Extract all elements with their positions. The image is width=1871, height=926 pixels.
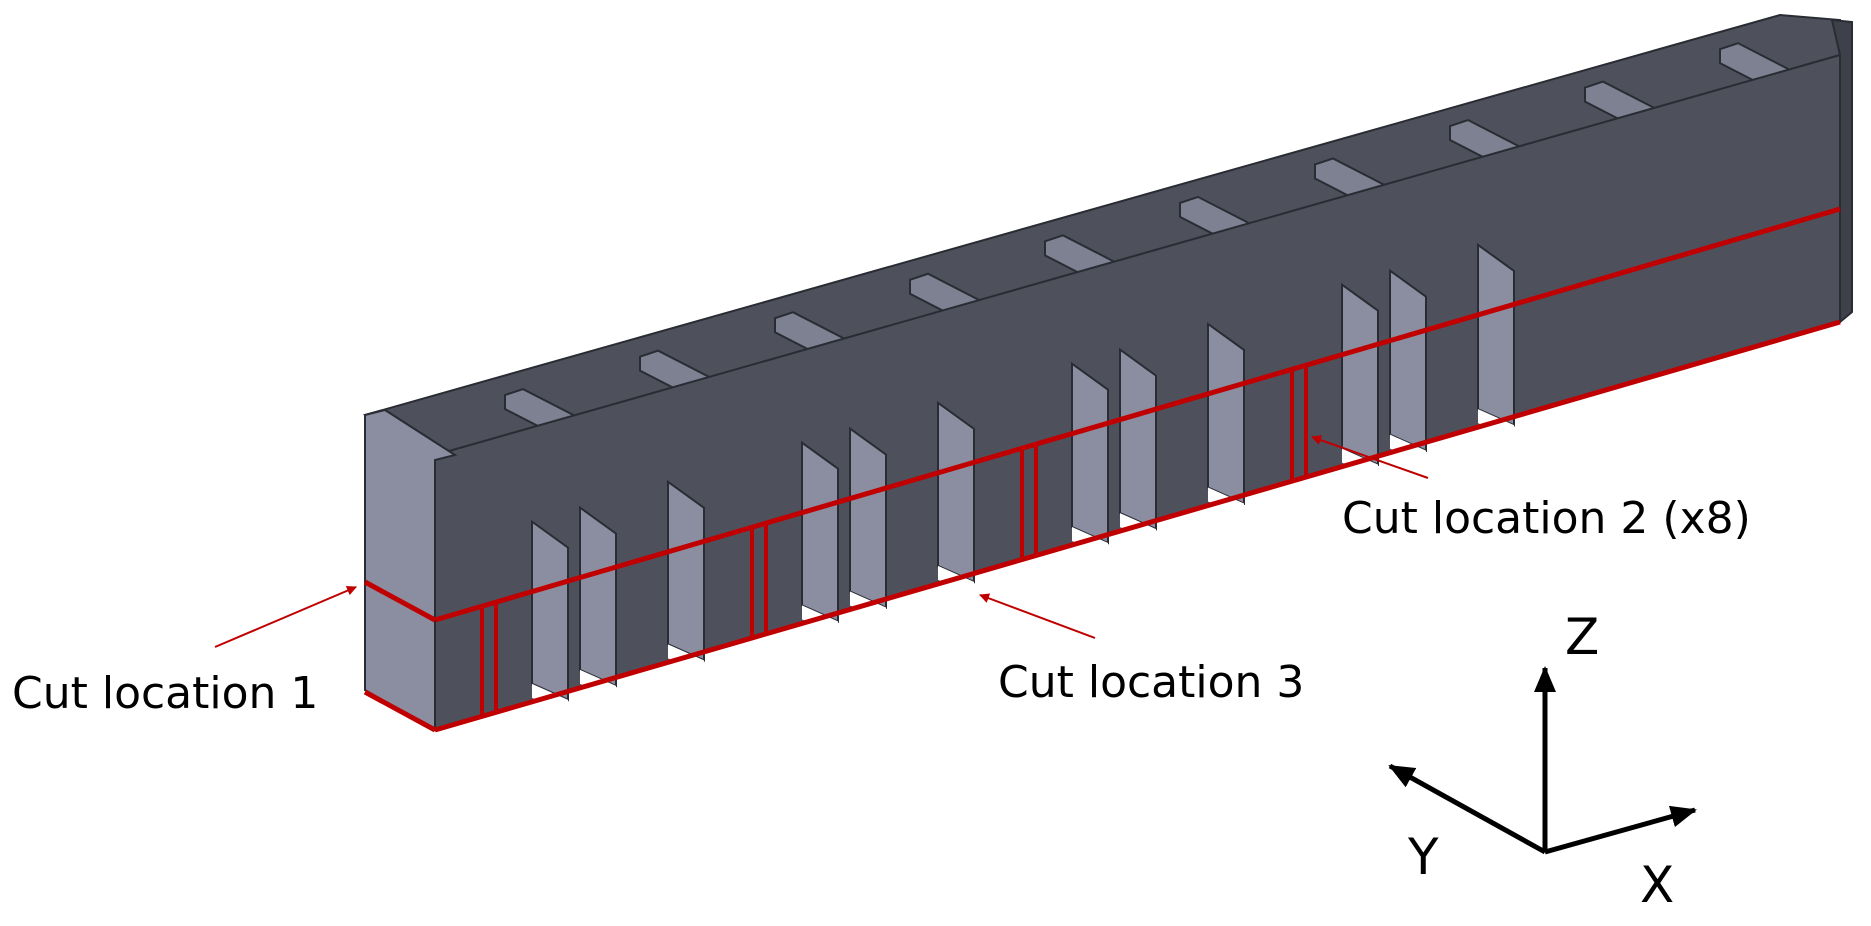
- z-axis-label: Z: [1565, 608, 1600, 666]
- cut-location-2-label: Cut location 2 (x8): [1342, 493, 1751, 544]
- y-axis-label: Y: [1408, 828, 1439, 886]
- stiffener-rib: [1389, 268, 1427, 453]
- cut-location-2-lines: [480, 365, 1308, 717]
- stiffener-rib: [801, 440, 839, 623]
- coordinate-axes: [1388, 666, 1697, 855]
- cut-line-end-mid: [363, 579, 437, 623]
- stiffener-rib: [1071, 361, 1109, 545]
- stiffener-rib: [849, 426, 887, 610]
- x-axis-label: X: [1640, 856, 1675, 914]
- cut-line-bottom: [434, 319, 1841, 733]
- cut-line-end-bottom: [363, 689, 437, 733]
- stiffener-rib: [667, 479, 705, 662]
- leader-arrow-cut2: [1311, 435, 1429, 479]
- x-axis-arrow: [1544, 805, 1697, 855]
- y-axis-arrow: [1388, 763, 1547, 855]
- beam-right-end: [1830, 18, 1853, 325]
- stiffener-rib: [579, 505, 617, 688]
- stiffener-rib: [1341, 282, 1379, 467]
- stiffener-rib: [1207, 321, 1245, 506]
- beam-end-face: [364, 408, 458, 732]
- cut-lines: [363, 206, 1841, 733]
- cut-location-3-label: Cut location 3: [998, 657, 1305, 708]
- cut-location-1-label: Cut location 1: [12, 668, 319, 719]
- stiffener-rib: [937, 400, 975, 584]
- leader-arrow-cut3: [979, 593, 1096, 639]
- leader-arrow-cut1: [214, 585, 357, 648]
- stiffener-rib: [1119, 347, 1157, 531]
- leader-arrows: [214, 435, 1429, 648]
- stiffener-rib: [531, 519, 569, 702]
- cut-line-mid: [434, 206, 1841, 623]
- stiffener-rib: [1477, 242, 1515, 427]
